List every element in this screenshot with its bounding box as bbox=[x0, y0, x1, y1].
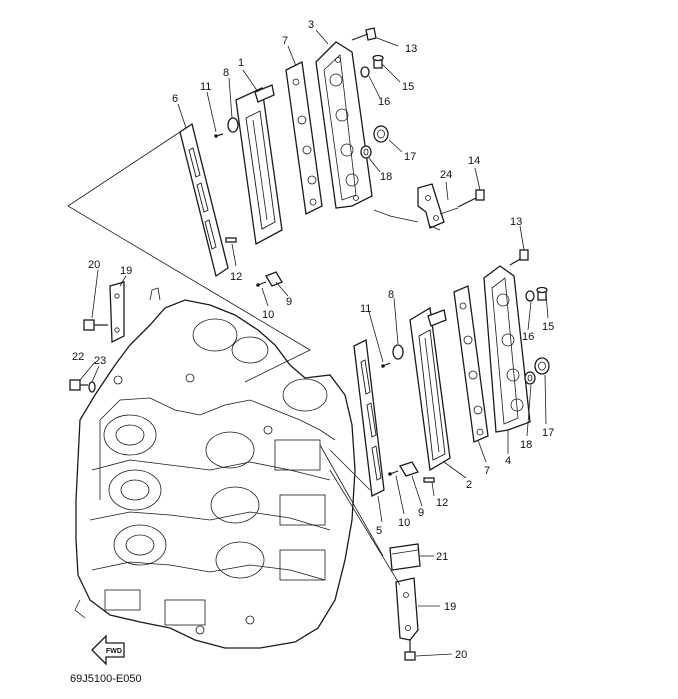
callout-21: 21 bbox=[436, 551, 448, 563]
fwd-arrow-icon: FWD bbox=[91, 634, 125, 666]
bracket-19-lower bbox=[395, 577, 419, 641]
callout-10: 10 bbox=[398, 517, 410, 529]
callout-8: 8 bbox=[223, 67, 229, 79]
clip-9-upper bbox=[265, 271, 283, 287]
callout-4: 4 bbox=[505, 455, 511, 467]
callout-17: 17 bbox=[542, 427, 554, 439]
bolt-22 bbox=[69, 379, 88, 391]
callout-7: 7 bbox=[282, 35, 288, 47]
gasket-5-lower bbox=[353, 339, 385, 497]
cover-4-lower bbox=[483, 265, 531, 433]
washer-16-lower bbox=[525, 290, 535, 302]
callout-24: 24 bbox=[440, 169, 452, 181]
gasket-7-lower bbox=[453, 285, 489, 443]
callout-6: 6 bbox=[172, 93, 178, 105]
pin-12-upper bbox=[225, 237, 237, 243]
callout-8: 8 bbox=[388, 289, 394, 301]
bolt-13-lower bbox=[509, 249, 529, 266]
plug-17-upper bbox=[373, 125, 389, 143]
cylinder-block bbox=[74, 287, 356, 649]
cover-upper bbox=[315, 41, 373, 209]
callout-12: 12 bbox=[436, 497, 448, 509]
pad-21 bbox=[389, 543, 421, 571]
callout-2: 2 bbox=[466, 479, 472, 491]
plug-15-upper bbox=[372, 54, 384, 69]
washer-18-upper bbox=[360, 145, 372, 159]
lower-assembly bbox=[353, 249, 550, 661]
callout-3: 3 bbox=[308, 19, 314, 31]
callout-18: 18 bbox=[520, 439, 532, 451]
washer-16-upper bbox=[360, 66, 370, 78]
callout-5: 5 bbox=[376, 525, 382, 537]
bolt-20-lower bbox=[404, 640, 416, 661]
upper-assembly bbox=[179, 27, 485, 287]
reed-valve-upper bbox=[235, 84, 283, 246]
washer-23 bbox=[88, 381, 96, 393]
callout-20: 20 bbox=[455, 649, 467, 661]
leader-lines bbox=[79, 29, 549, 657]
reed-valve-lower bbox=[409, 306, 451, 472]
stopper-8-lower bbox=[392, 344, 404, 360]
washer-18-lower bbox=[524, 371, 536, 385]
bracket-24 bbox=[417, 183, 445, 229]
callout-12: 12 bbox=[230, 271, 242, 283]
screw-10-lower bbox=[388, 470, 399, 476]
callout-14: 14 bbox=[468, 155, 480, 167]
fwd-label: FWD bbox=[106, 648, 122, 655]
callout-13: 13 bbox=[405, 43, 417, 55]
clip-9-lower bbox=[399, 461, 419, 477]
callout-19: 19 bbox=[444, 601, 456, 613]
bracket-19-left bbox=[109, 281, 125, 344]
callout-22: 22 bbox=[72, 351, 84, 363]
callout-numbers: 3 1 7 8 11 6 13 15 16 17 18 24 14 12 9 1… bbox=[72, 19, 554, 661]
diagram-code: 69J5100-E050 bbox=[70, 673, 142, 685]
pin-12-lower bbox=[423, 477, 435, 483]
bolt-20-left bbox=[83, 319, 108, 331]
callout-9: 9 bbox=[286, 296, 292, 308]
callout-16: 16 bbox=[378, 96, 390, 108]
gasket-upper bbox=[179, 122, 229, 278]
callout-9: 9 bbox=[418, 507, 424, 519]
screw-10-upper bbox=[256, 281, 267, 287]
gasket-7-upper bbox=[285, 61, 323, 215]
screw-11-upper bbox=[214, 133, 224, 138]
callout-1: 1 bbox=[238, 57, 244, 69]
assembly-lines bbox=[67, 127, 459, 586]
left-small-parts bbox=[69, 281, 125, 393]
callout-15: 15 bbox=[402, 81, 414, 93]
callout-20: 20 bbox=[88, 259, 100, 271]
plug-17-lower bbox=[534, 357, 550, 375]
callout-13: 13 bbox=[510, 216, 522, 228]
callout-16: 16 bbox=[522, 331, 534, 343]
stopper-8-upper bbox=[227, 117, 239, 133]
callout-11: 11 bbox=[200, 81, 211, 93]
bolt-14 bbox=[457, 189, 485, 208]
callout-17: 17 bbox=[404, 151, 416, 163]
callout-7: 7 bbox=[484, 465, 490, 477]
screw-11-lower bbox=[381, 362, 391, 368]
callout-10: 10 bbox=[262, 309, 274, 321]
bolt-13-upper bbox=[351, 27, 377, 41]
callout-15: 15 bbox=[542, 321, 554, 333]
callout-19: 19 bbox=[120, 265, 132, 277]
callout-23: 23 bbox=[94, 355, 106, 367]
callout-11: 11 bbox=[360, 303, 371, 315]
callout-18: 18 bbox=[380, 171, 392, 183]
plug-15-lower bbox=[536, 286, 548, 301]
